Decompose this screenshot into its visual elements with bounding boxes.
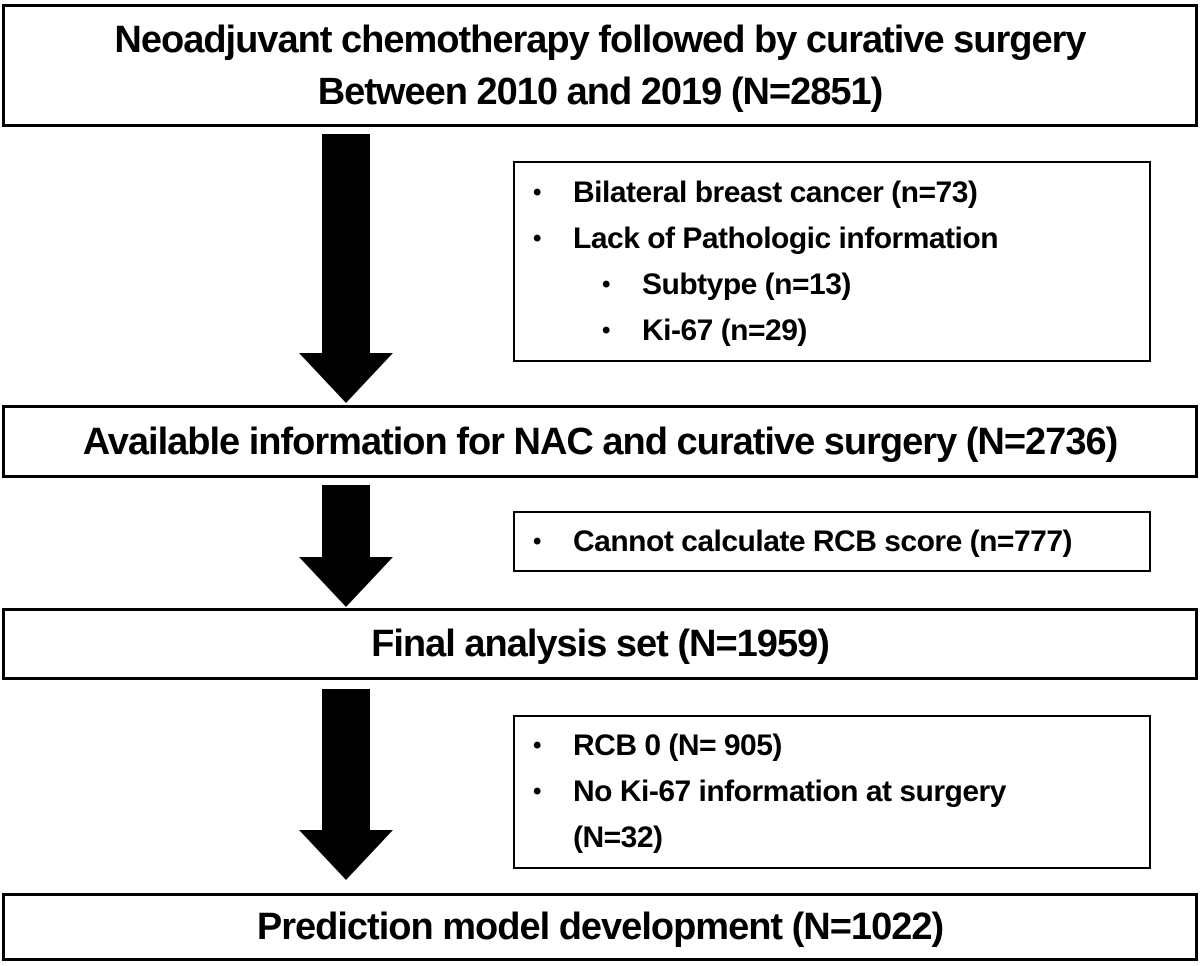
exclusion-item: • No Ki-67 information at surgery (N=32) [523,769,1137,861]
exclusion-item-text: Cannot calculate RCB score (n=777) [573,524,1073,558]
bullet-icon: • [533,178,541,206]
exclusion-box-after-available: • Cannot calculate RCB score (n=777) [513,511,1151,572]
exclusion-item-text: RCB 0 (N= 905) [573,729,782,762]
final-analysis-label: Final analysis set (N=1959) [371,623,830,665]
available-information-box: Available information for NAC and curati… [2,405,1198,478]
exclusion-item-text: Lack of Pathologic information [573,221,999,255]
bullet-icon: • [533,527,541,555]
exclusion-subitem: • Subtype (n=13) [592,262,1137,308]
down-arrow-3-icon [299,830,393,880]
exclusion-item: • Cannot calculate RCB score (n=777) [523,519,1137,565]
available-information-label: Available information for NAC and curati… [82,420,1119,463]
down-arrow-1-icon [299,353,393,403]
exclusion-item-text: No Ki-67 information at surgery (N=32) [573,775,1006,854]
down-arrow-2-shaft [322,485,370,558]
exclusion-item: • Bilateral breast cancer (n=73) [523,170,1137,216]
enrollment-box: Neoadjuvant chemotherapy followed by cur… [2,4,1198,127]
prediction-model-label: Prediction model development (N=1022) [256,906,944,948]
exclusion-item-text: Bilateral breast cancer (n=73) [573,175,978,209]
down-arrow-1-shaft [322,134,370,354]
exclusion-subitem: • Ki-67 (n=29) [592,308,1137,354]
exclusion-subitem-text: Subtype (n=13) [642,267,851,301]
down-arrow-2-icon [299,557,393,607]
bullet-icon: • [533,732,541,759]
bullet-icon: • [533,778,541,805]
down-arrow-3-shaft [322,689,370,831]
exclusion-item: • RCB 0 (N= 905) [523,723,1137,769]
bullet-icon: • [602,316,610,344]
exclusion-item: • Lack of Pathologic information [523,216,1137,262]
enrollment-line2: Between 2010 and 2019 (N=2851) [317,70,884,113]
prediction-model-box: Prediction model development (N=1022) [2,893,1198,961]
bullet-icon: • [602,270,610,298]
exclusion-subitem-text: Ki-67 (n=29) [642,313,807,347]
exclusion-box-after-enrollment: • Bilateral breast cancer (n=73) • Lack … [513,161,1151,362]
exclusion-box-after-final: • RCB 0 (N= 905) • No Ki-67 information … [513,715,1151,869]
final-analysis-box: Final analysis set (N=1959) [2,608,1198,680]
bullet-icon: • [533,224,541,252]
enrollment-line1: Neoadjuvant chemotherapy followed by cur… [114,18,1086,61]
